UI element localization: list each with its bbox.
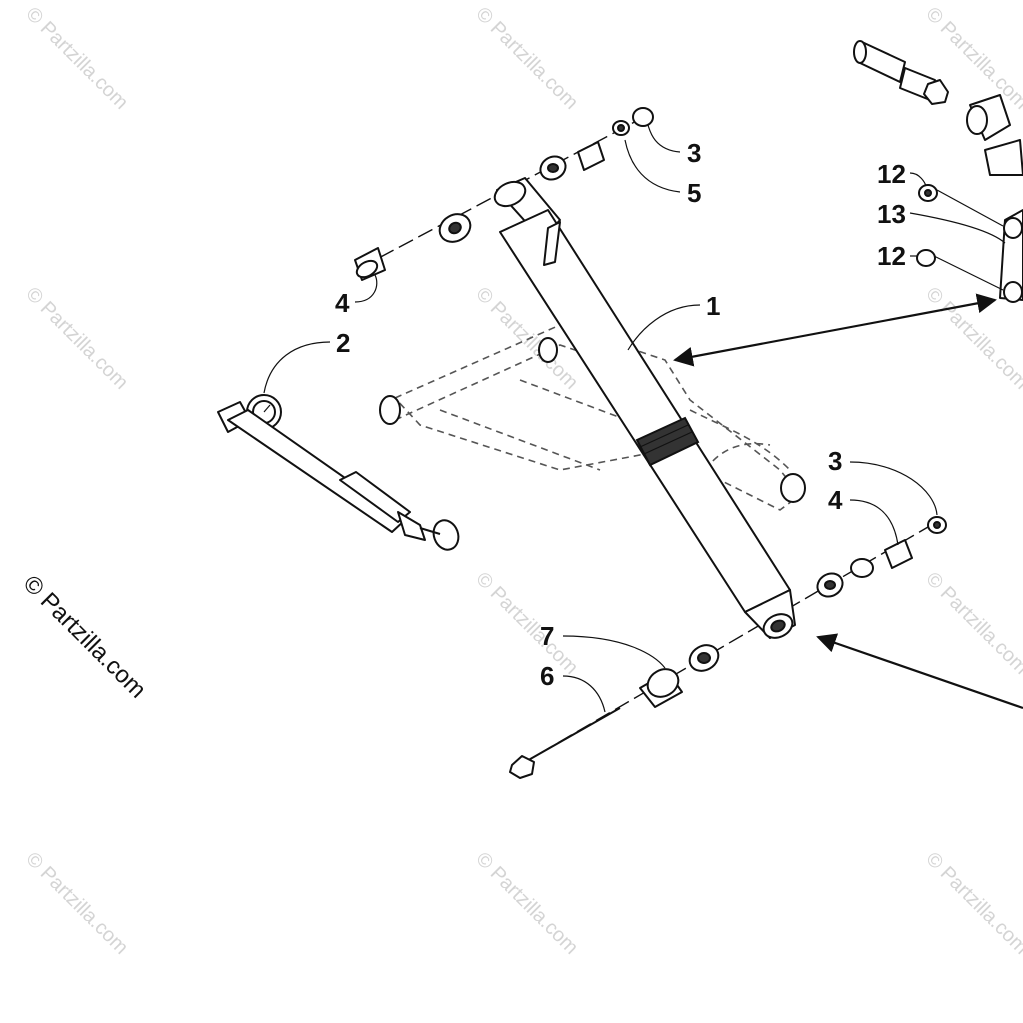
watermark: © Partzilla.com [21,283,132,394]
callout-7: 7 [540,621,554,651]
watermark: © Partzilla.com [471,848,582,959]
watermark: © Partzilla.com [21,3,132,114]
callout-1: 1 [706,291,720,321]
watermark: © Partzilla.com [471,568,582,679]
callout-2: 2 [336,328,350,358]
watermark-grid: © Partzilla.com © Partzilla.com © Partzi… [21,3,1023,959]
callout-6: 6 [540,661,554,691]
shock-pump [217,394,460,551]
reference-arrows [673,293,1023,710]
callout-5: 5 [687,178,701,208]
callout-3-lower: 3 [828,446,842,476]
callout-3-upper: 3 [687,138,701,168]
watermark: © Partzilla.com [21,848,132,959]
copyright-mark: © Partzilla.com [18,570,151,703]
callout-12-upper: 12 [877,159,906,189]
watermark: © Partzilla.com [921,568,1023,679]
callout-4-lower: 4 [828,485,843,515]
callouts: 1 2 3 5 4 3 4 7 6 12 13 12 [335,138,906,691]
shock-absorber [493,177,796,639]
callout-leaders [263,124,1006,713]
a-arm-bushing-right [780,473,806,503]
a-arm-bushing-left [379,395,401,425]
linkage-assembly [853,40,1023,303]
callout-13: 13 [877,199,906,229]
watermark: © Partzilla.com [471,3,582,114]
watermark: © Partzilla.com [921,848,1023,959]
callout-12-lower: 12 [877,241,906,271]
a-arm-bushing-top [538,337,558,363]
callout-4-upper: 4 [335,288,350,318]
upper-hardware [354,107,654,281]
lower-hardware [509,516,947,779]
